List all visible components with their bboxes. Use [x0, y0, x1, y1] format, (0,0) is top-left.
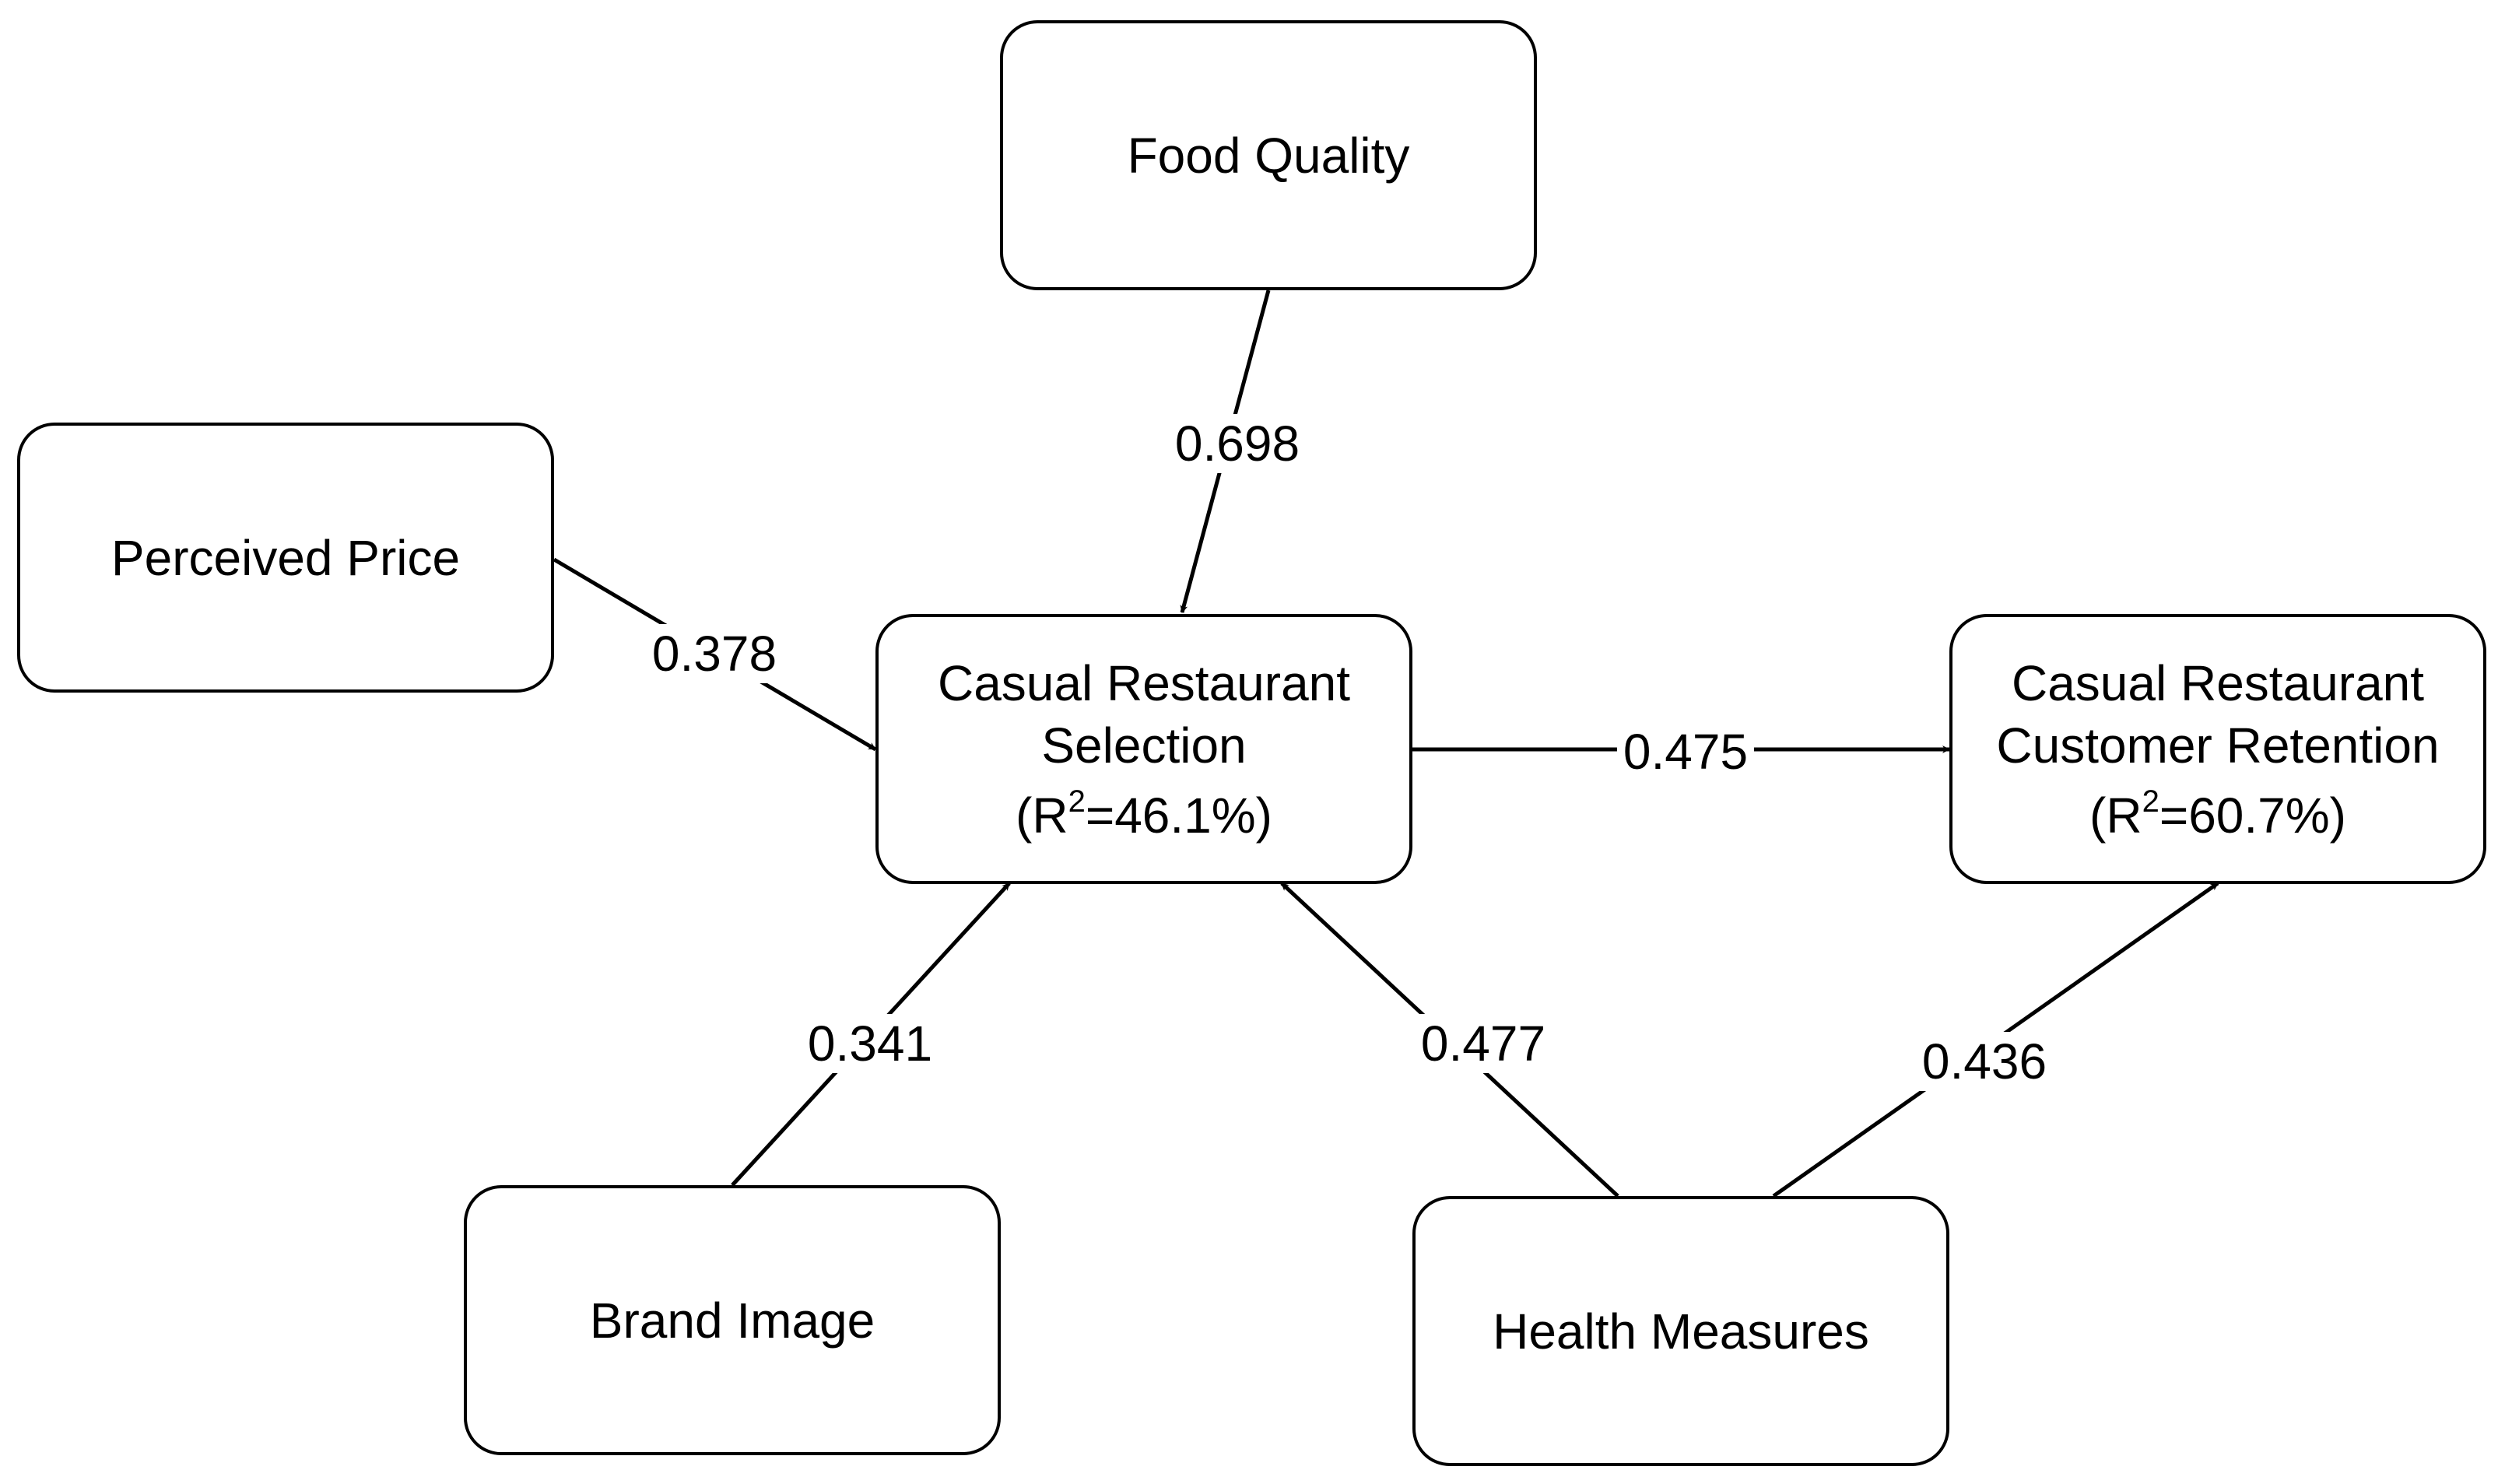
node-perceived-price: Perceived Price — [17, 423, 554, 693]
node-label-line1: Casual Restaurant — [2011, 654, 2425, 711]
edge-label-brand-to-selection: 0.341 — [801, 1014, 939, 1073]
node-label: Health Measures — [1493, 1303, 1869, 1359]
node-label-line2: Customer Retention — [1996, 717, 2440, 774]
r-squared: (R2=46.1%) — [1016, 784, 1272, 844]
edge-label-price-to-selection: 0.378 — [645, 624, 784, 683]
node-label: Brand Image — [589, 1292, 875, 1349]
node-casual-restaurant-selection: Casual Restaurant Selection (R2=46.1%) — [875, 614, 1412, 884]
node-food-quality: Food Quality — [1000, 20, 1537, 290]
node-label-line2: Selection — [1041, 717, 1247, 774]
node-brand-image: Brand Image — [464, 1185, 1001, 1455]
node-health-measures: Health Measures — [1412, 1196, 1949, 1466]
node-label: Perceived Price — [111, 529, 461, 586]
edge-label-selection-to-retention: 0.475 — [1616, 722, 1755, 781]
edge-label-health-to-selection: 0.477 — [1414, 1014, 1552, 1073]
edge-label-food-to-selection: 0.698 — [1168, 414, 1307, 473]
node-casual-restaurant-customer-retention: Casual Restaurant Customer Retention (R2… — [1949, 614, 2486, 884]
node-label-line1: Casual Restaurant — [937, 654, 1351, 711]
r-squared: (R2=60.7%) — [2089, 784, 2346, 844]
node-label: Food Quality — [1127, 127, 1410, 184]
edge-label-health-to-retention: 0.436 — [1915, 1032, 2054, 1091]
